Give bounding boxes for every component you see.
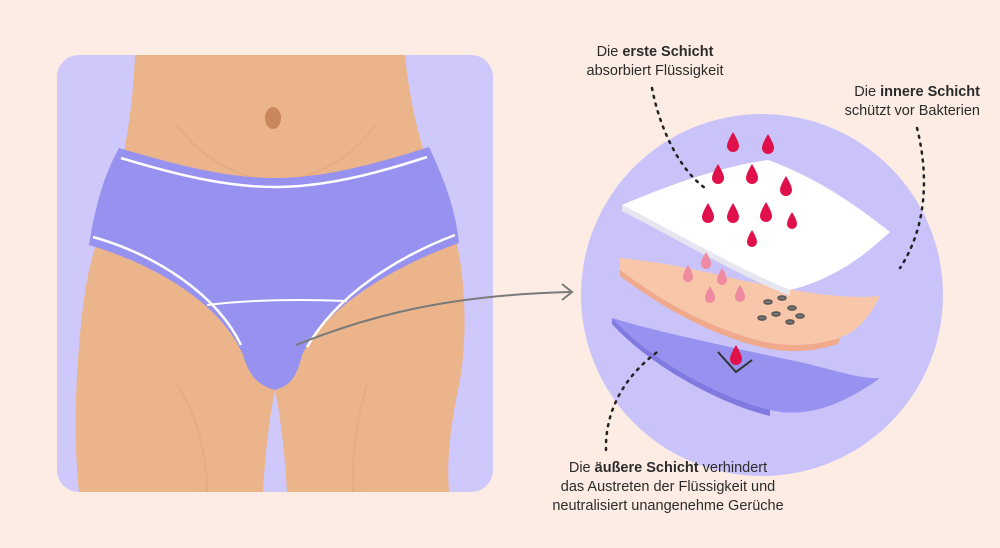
leader-line-first <box>650 86 707 190</box>
first-layer-title: erste Schicht <box>622 44 714 60</box>
first-layer-prefix: Die <box>596 44 623 60</box>
leader-line-outer <box>604 348 662 452</box>
outer-layer-line2: das Austreten der Flüssigkeit und <box>560 479 776 495</box>
blocked-drop-icon <box>730 345 742 365</box>
first-layer-description: absorbiert Flüssigkeit <box>586 63 724 79</box>
first-layer-shape <box>622 160 890 290</box>
blocked-arrow-icon <box>717 351 753 374</box>
arrowhead-icon <box>561 283 574 301</box>
body-with-period-underwear-illustration <box>75 55 465 492</box>
inner-layer-title: innere Schicht <box>880 84 980 100</box>
outer-layer-label: Die äußere Schicht verhindert das Austre… <box>518 459 818 516</box>
outer-layer-suffix: verhindert <box>698 460 768 476</box>
inner-layer-description: schützt vor Bakterien <box>844 103 980 119</box>
outer-layer-title: äußere Schicht <box>594 460 699 476</box>
outer-layer-line3: neutralisiert unangenehme Gerüche <box>552 498 784 514</box>
connector-arrow <box>295 291 571 346</box>
drops-icon <box>702 132 797 247</box>
body-illustration-panel <box>57 55 493 492</box>
inner-layer-label: Die innere Schicht schützt vor Bakterien <box>800 83 980 121</box>
leader-line-inner <box>898 126 926 270</box>
absorbed-drops-icon <box>683 252 745 303</box>
bacteria-icon <box>757 295 805 325</box>
first-layer-label: Die erste Schicht absorbiert Flüssigkeit <box>540 43 770 81</box>
outer-layer-prefix: Die <box>568 460 595 476</box>
inner-layer-prefix: Die <box>854 84 881 100</box>
